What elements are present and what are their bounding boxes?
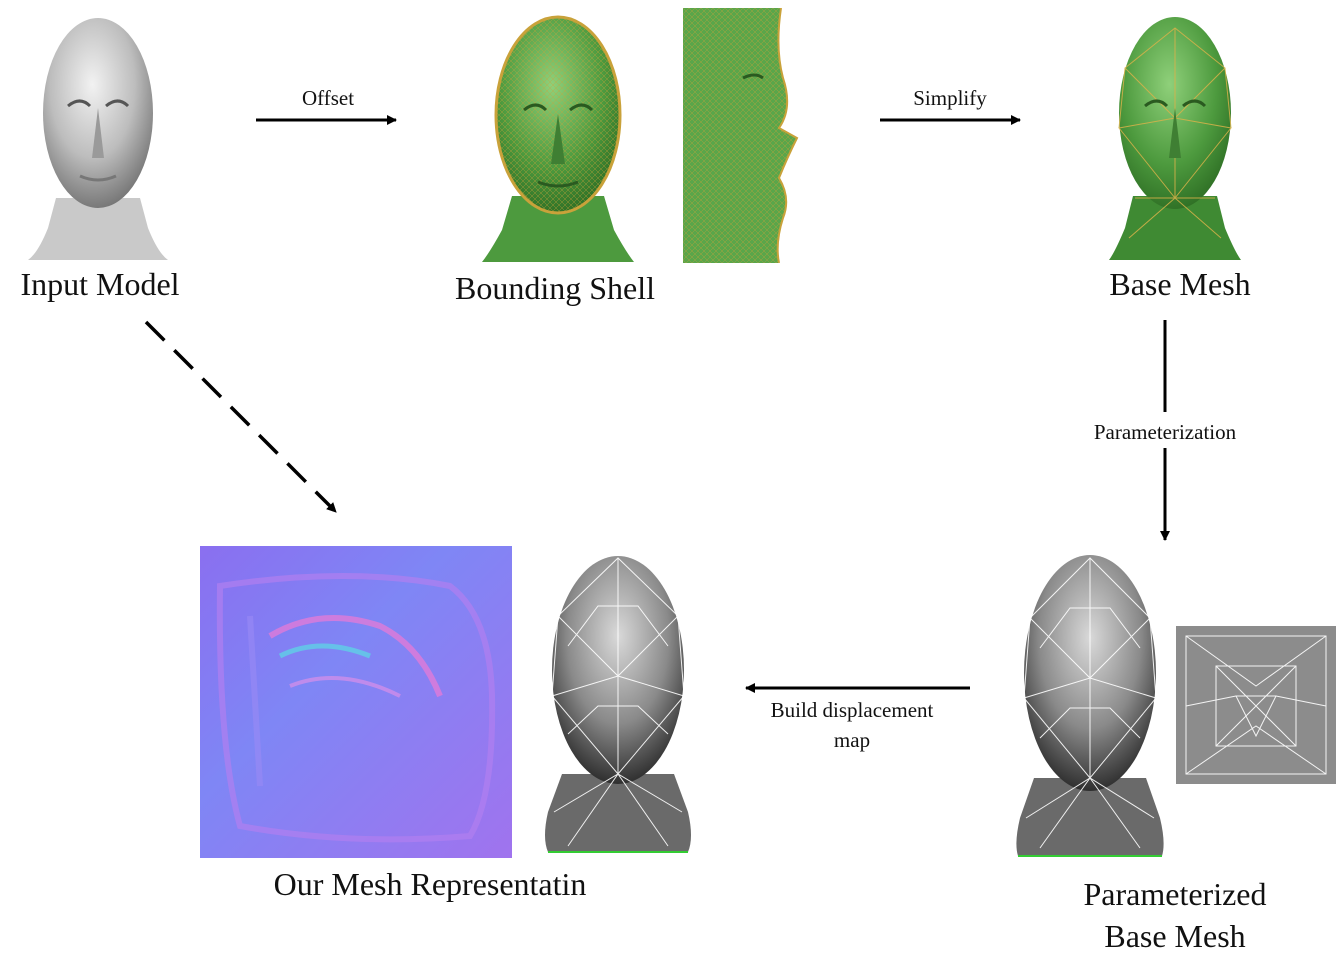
parameterized-label-line1: Parameterized (1050, 876, 1300, 913)
parameterized-head-image (1010, 548, 1170, 858)
uv-layout-image (1176, 626, 1336, 784)
mesh-representation-head-image (538, 550, 698, 854)
bounding-shell-side-view-image (683, 8, 809, 263)
build-displacement-label-line2: map (742, 728, 962, 753)
bounding-shell-head-image (478, 10, 638, 262)
parameterization-label: Parameterization (1070, 420, 1260, 445)
bounding-shell-label: Bounding Shell (430, 270, 680, 307)
dashed-arrow (140, 316, 350, 526)
build-displacement-arrow (738, 676, 974, 700)
input-model-head-image (28, 8, 168, 260)
our-mesh-label: Our Mesh Representatin (230, 866, 630, 903)
normal-map-image (200, 546, 512, 858)
base-mesh-label: Base Mesh (1075, 266, 1285, 303)
input-model-label: Input Model (0, 266, 200, 303)
simplify-arrow (878, 108, 1028, 132)
offset-arrow (254, 108, 404, 132)
parameterized-label-line2: Base Mesh (1050, 918, 1300, 955)
base-mesh-head-image (1105, 8, 1245, 260)
build-displacement-label-line1: Build displacement (742, 698, 962, 723)
